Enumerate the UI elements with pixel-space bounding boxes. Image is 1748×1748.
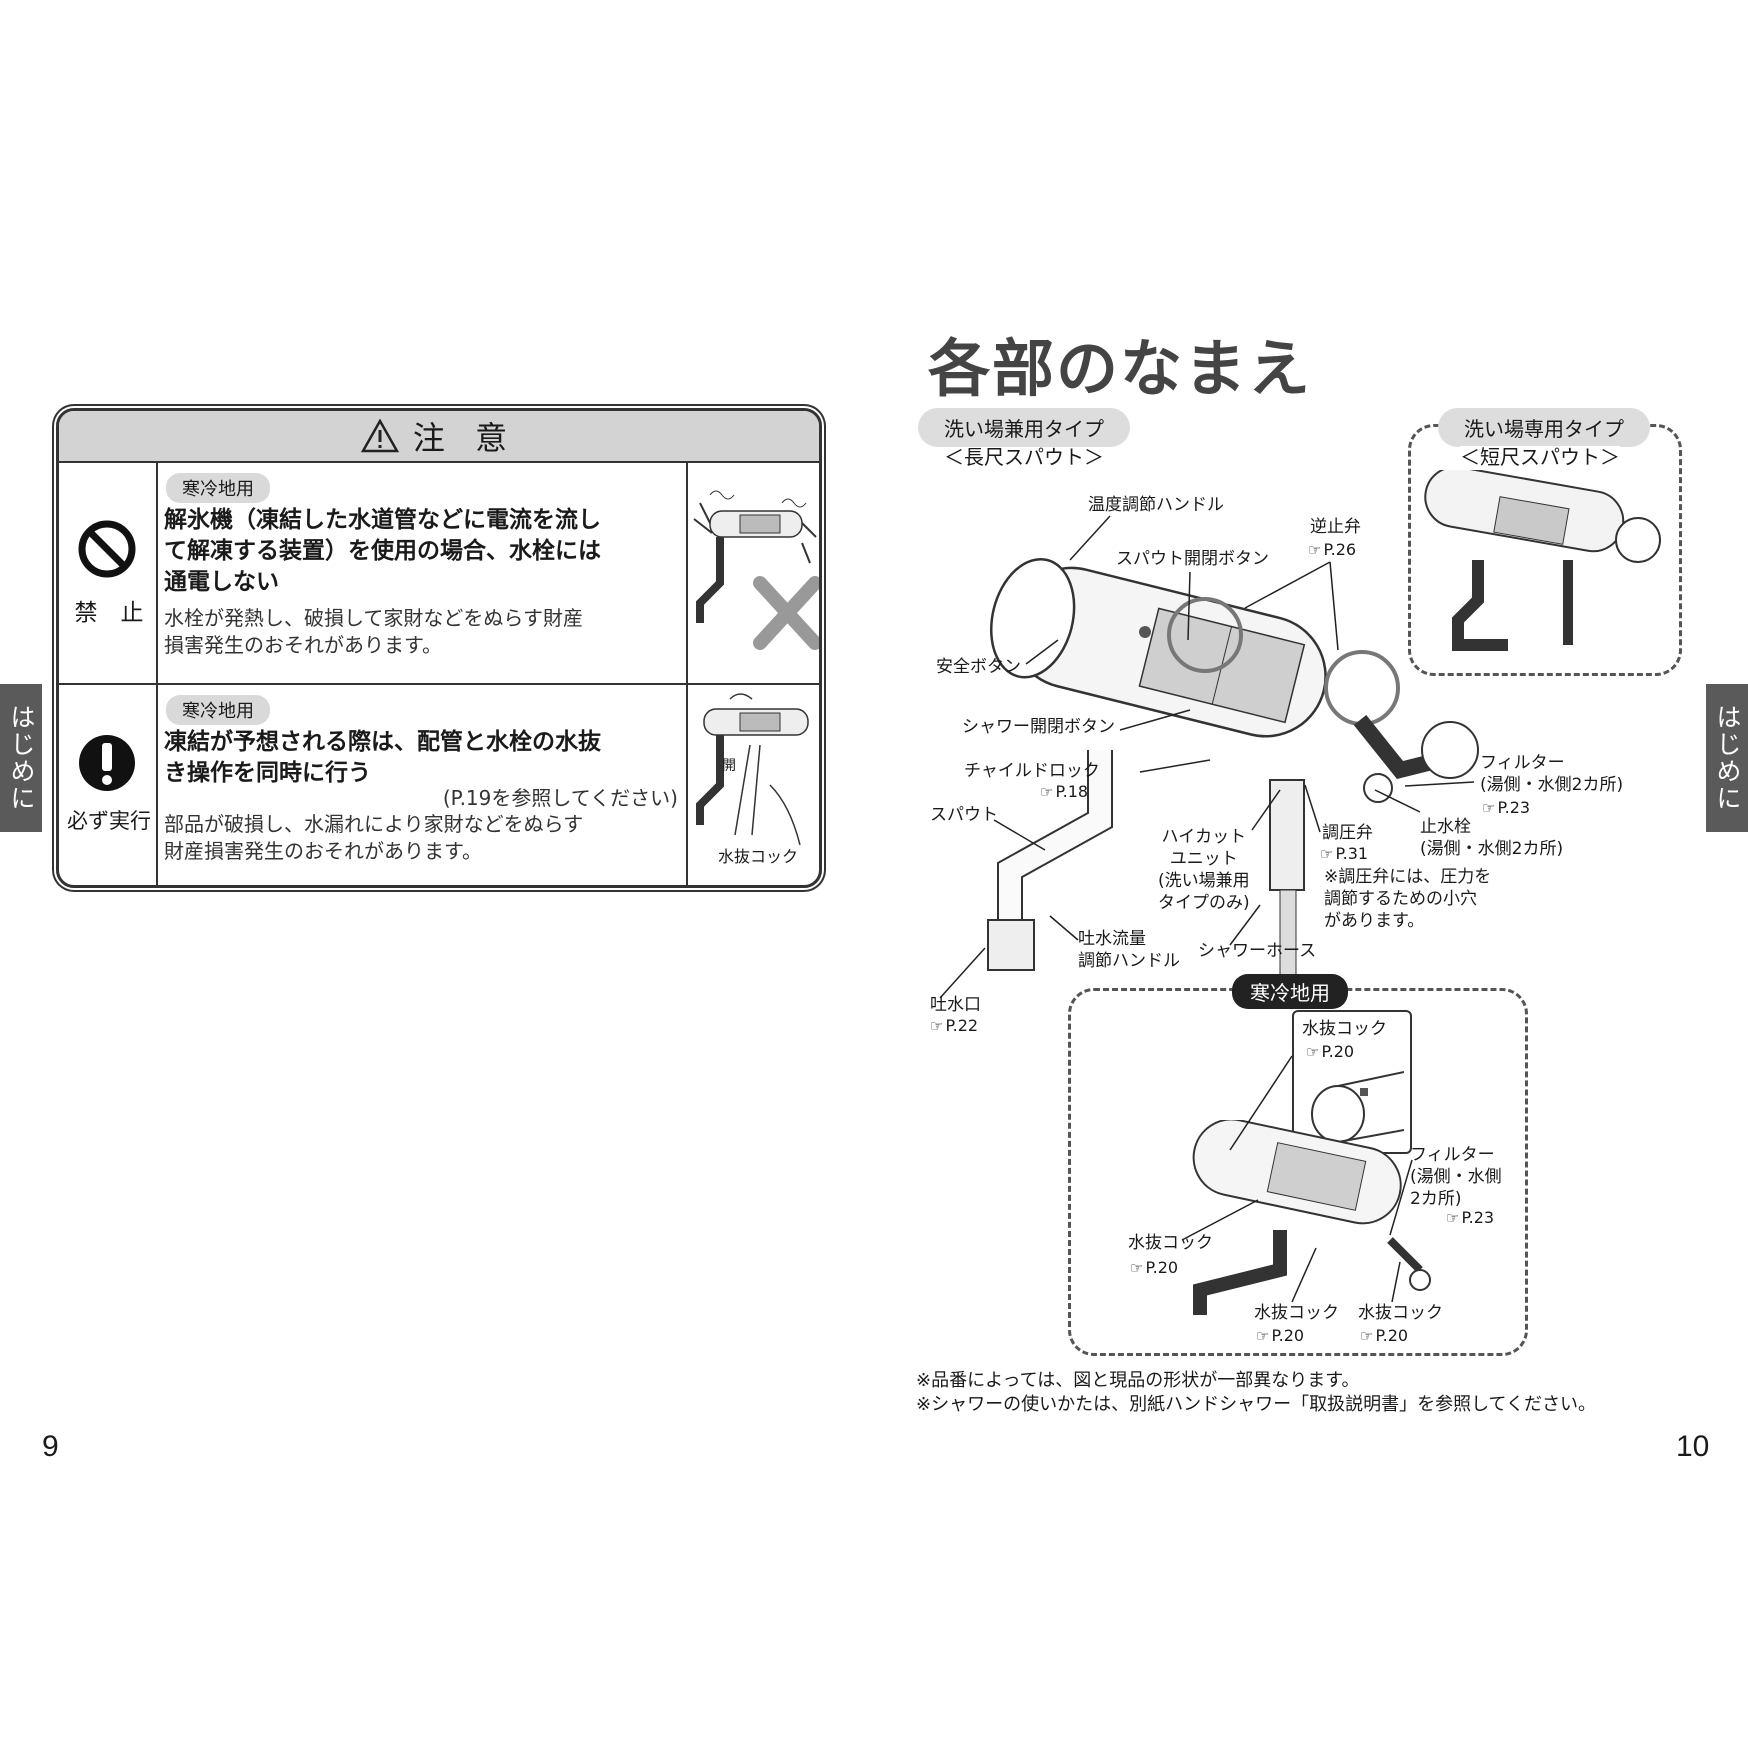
page-number-right: 10 — [1676, 1430, 1710, 1463]
prohibit-illustration — [690, 463, 819, 683]
ref-filter: ☞P.23 — [1482, 798, 1531, 817]
cold-region-pill: 寒冷地用 — [1232, 974, 1348, 1009]
mandatory-ref: (P.19を参照してください) — [442, 786, 678, 810]
label-shower-button: シャワー開閉ボタン — [962, 717, 1115, 737]
label-pressure-valve: 調圧弁 — [1322, 823, 1373, 843]
prohibit-body-line: 水栓が発熱し、破損して家財などをぬらす財産 — [164, 606, 583, 630]
prohibit-label: 禁 止 — [74, 600, 144, 626]
pointing-hand-icon: ☞ — [1256, 1327, 1270, 1345]
caution-title: 注 意 — [412, 419, 518, 457]
label-filter: フィルター (湯側・水側2カ所) — [1480, 753, 1624, 795]
ref-outlet: ☞P.22 — [930, 1016, 979, 1035]
page-number-left: 9 — [42, 1430, 59, 1463]
prohibit-body-line: 損害発生のおそれがあります。 — [164, 633, 442, 657]
cold-region-tag: 寒冷地用 — [166, 695, 270, 725]
pointing-hand-icon: ☞ — [1360, 1327, 1374, 1345]
label-cold-filter: フィルター (湯側・水側 2カ所) — [1410, 1145, 1502, 1209]
prohibit-heading-line: 解氷機（凍結した水道管などに電流を流し — [164, 507, 601, 533]
pressure-valve-note: ※調圧弁には、圧力を 調節するための小穴 があります。 — [1324, 867, 1492, 931]
pointing-hand-icon: ☞ — [1130, 1259, 1144, 1277]
pointing-hand-icon: ☞ — [1040, 783, 1054, 801]
label-drain-mid: 水抜コック — [1254, 1303, 1339, 1323]
label-shower-hose: シャワーホース — [1198, 941, 1317, 961]
caution-box: 注 意 禁 止 寒冷地用 解氷機（凍結した水道管などに電流を流し て解凍する装置… — [56, 408, 822, 888]
cold-region-tag: 寒冷地用 — [166, 473, 270, 503]
label-drain-right: 水抜コック — [1358, 1303, 1443, 1323]
ref-drain-left: ☞P.20 — [1130, 1258, 1179, 1277]
faucet-deicer-illustration — [693, 490, 819, 650]
ref-cold-filter: ☞P.23 — [1446, 1208, 1495, 1227]
ref-drain-top: ☞P.20 — [1306, 1042, 1355, 1061]
label-temp-handle: 温度調節ハンドル — [1088, 495, 1224, 515]
prohibit-text-cell: 寒冷地用 解氷機（凍結した水道管などに電流を流し て解凍する装置）を使用の場合、… — [158, 463, 688, 683]
ref-pressure-valve: ☞P.31 — [1320, 844, 1369, 863]
label-safety-button: 安全ボタン — [936, 657, 1021, 677]
prohibit-heading-line: て解凍する装置）を使用の場合、水栓には — [164, 538, 601, 564]
label-child-lock: チャイルドロック — [964, 761, 1100, 781]
label-spout: スパウト — [930, 805, 998, 825]
pointing-hand-icon: ☞ — [1306, 1043, 1320, 1061]
prohibit-cell: 禁 止 — [59, 463, 158, 683]
mandatory-body-line: 部品が破損し、水漏れにより家財などをぬらす — [164, 812, 584, 836]
side-tab-left: はじめに — [0, 684, 42, 832]
label-check-valve: 逆止弁 — [1310, 517, 1361, 537]
type-right-pill: 洗い場専用タイプ — [1438, 408, 1650, 447]
ref-check-valve: ☞P.26 — [1308, 540, 1357, 559]
short-spout-faucet-illustration — [1424, 470, 1661, 651]
exclamation-icon — [79, 735, 135, 791]
drain-cock-closeup-illustration — [1311, 1071, 1404, 1143]
prohibit-heading-line: 通電しない — [164, 569, 279, 595]
mandatory-heading-line: き操作を同時に行う — [164, 760, 371, 786]
label-drain-left: 水抜コック — [1128, 1233, 1213, 1253]
pointing-hand-icon: ☞ — [930, 1017, 944, 1035]
drain-cock-inset: 水抜コック ☞P.20 — [1292, 1010, 1412, 1154]
pointing-hand-icon: ☞ — [1320, 845, 1334, 863]
footnote: ※シャワーの使いかたは、別紙ハンドシャワー「取扱説明書」を参照してください。 — [916, 1394, 1596, 1415]
footnote: ※品番によっては、図と現品の形状が一部異なります。 — [916, 1370, 1360, 1391]
type-right-sub: ＜短尺スパウト＞ — [1460, 445, 1620, 469]
mandatory-body-line: 財産損害発生のおそれがあります。 — [164, 839, 482, 863]
check-valve-circle — [1167, 597, 1243, 673]
label-stop-valve: 止水栓 (湯側・水側2カ所) — [1420, 817, 1564, 859]
label-highcut-unit: ハイカット ユニット (洗い場兼用 タイプのみ) — [1158, 827, 1250, 913]
label-outlet: 吐水口 — [930, 995, 981, 1015]
ref-drain-right: ☞P.20 — [1360, 1326, 1409, 1345]
page-title: 各部のなまえ — [928, 332, 1313, 405]
pointing-hand-icon: ☞ — [1482, 799, 1496, 817]
pointing-hand-icon: ☞ — [1308, 541, 1322, 559]
type-left-pill: 洗い場兼用タイプ — [918, 408, 1130, 447]
mandatory-label: 必ず実行 — [67, 809, 151, 833]
ref-drain-mid: ☞P.20 — [1256, 1326, 1305, 1345]
caution-row-prohibit: 禁 止 寒冷地用 解氷機（凍結した水道管などに電流を流し て解凍する装置）を使用… — [59, 463, 819, 685]
long-spout-faucet-illustration — [987, 557, 1479, 980]
label-drain-top: 水抜コック — [1302, 1019, 1387, 1039]
side-tab-right: はじめに — [1706, 684, 1748, 832]
caution-row-mandatory: 必ず実行 寒冷地用 凍結が予想される際は、配管と水栓の水抜 き操作を同時に行う … — [59, 685, 819, 885]
caution-header: 注 意 — [59, 411, 819, 463]
mandatory-cell: 必ず実行 — [59, 685, 158, 885]
label-flow-handle: 吐水流量 調節ハンドル — [1078, 929, 1180, 971]
mandatory-heading-line: 凍結が予想される際は、配管と水栓の水抜 — [164, 729, 601, 755]
warning-triangle-icon — [360, 419, 399, 453]
mandatory-text-cell: 寒冷地用 凍結が予想される際は、配管と水栓の水抜 き操作を同時に行う (P.19… — [158, 685, 688, 885]
prohibit-icon — [78, 520, 136, 578]
mandatory-illustration: 開 水抜コック — [690, 685, 819, 885]
ref-child-lock: ☞P.18 — [1040, 782, 1089, 801]
faucet-drain-illustration — [696, 693, 809, 846]
drain-cock-label: 水抜コック — [718, 847, 799, 866]
label-spout-button: スパウト開閉ボタン — [1116, 549, 1269, 569]
type-left-sub: ＜長尺スパウト＞ — [944, 445, 1104, 469]
open-label: 開 — [722, 758, 736, 774]
cold-faucet-illustration — [1192, 1120, 1431, 1315]
pointing-hand-icon: ☞ — [1446, 1209, 1460, 1227]
